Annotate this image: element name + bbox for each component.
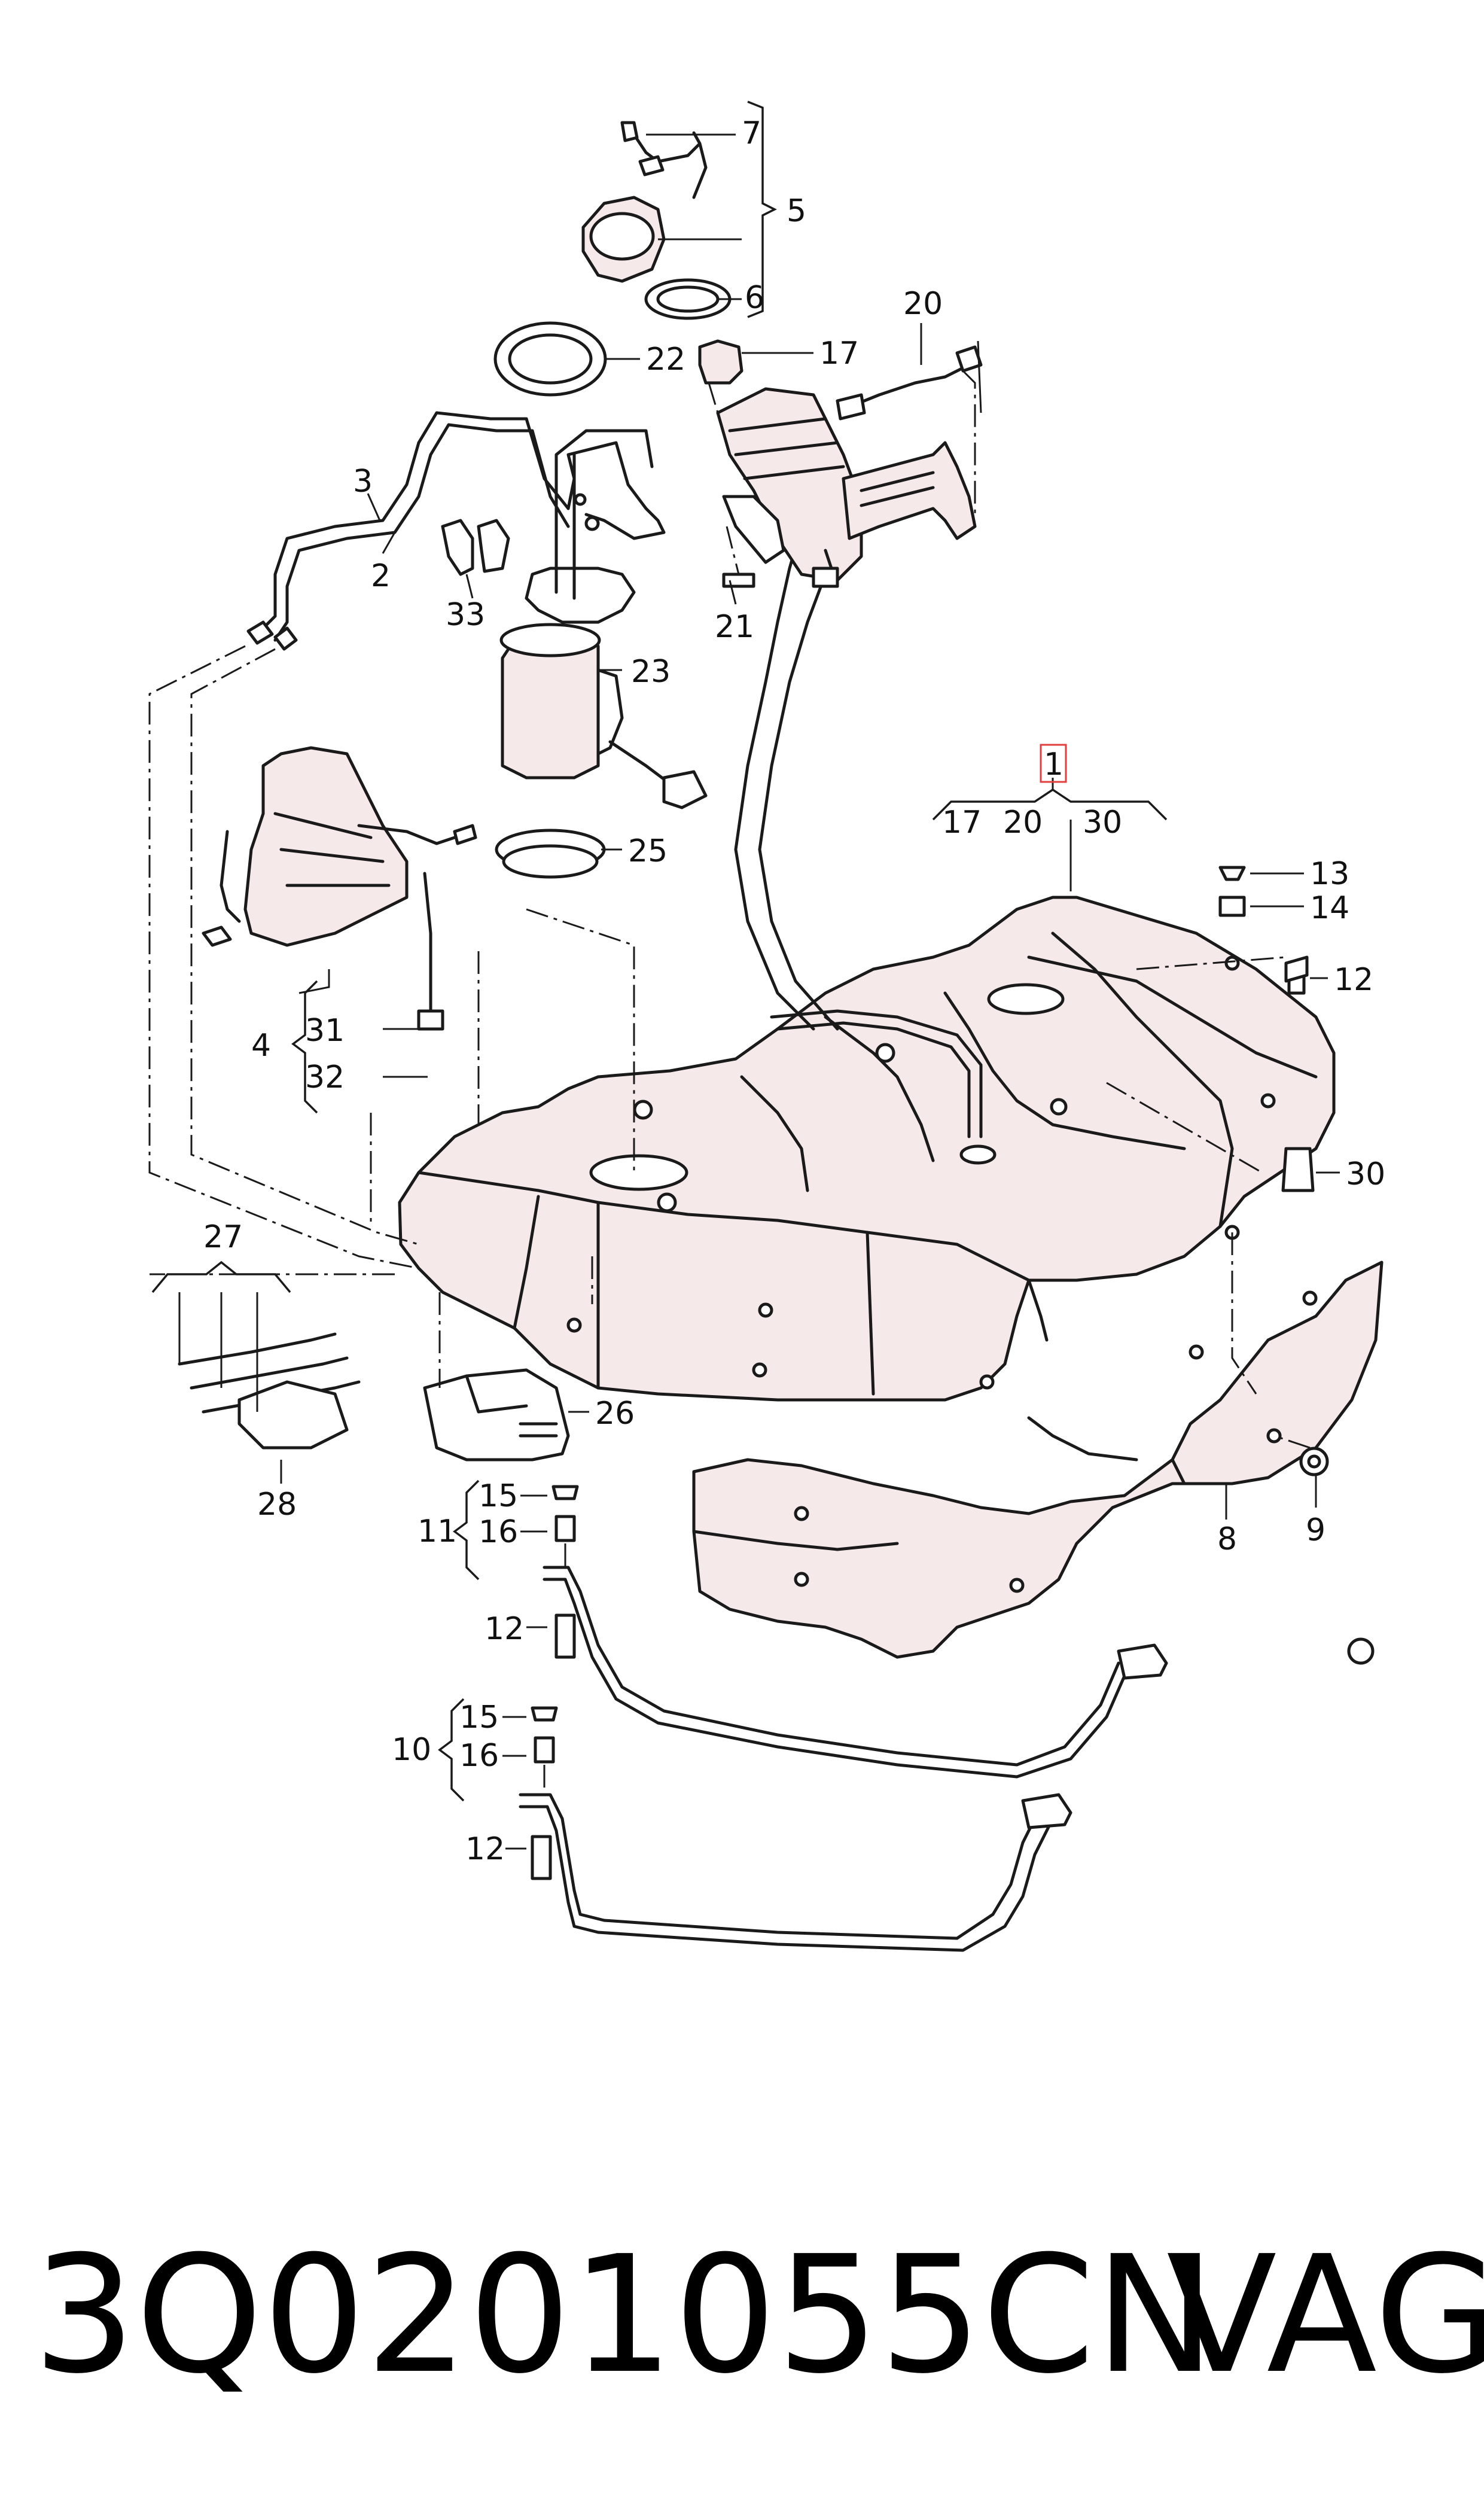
callout-26: 26 [595, 1396, 635, 1432]
callout-21: 21 [715, 609, 754, 645]
callout-31: 31 [305, 1013, 345, 1049]
callout-28: 28 [257, 1487, 297, 1523]
callout-16-upper: 16 [479, 1514, 518, 1550]
callout-labels: 7 5 6 22 17 20 3 2 33 21 23 1 17 20 30 2… [203, 115, 1385, 1867]
strap-fasteners [531, 573, 1309, 1880]
callout-2: 2 [371, 558, 391, 594]
highlight-box [1040, 744, 1067, 783]
filler-neck [716, 387, 977, 1031]
callout-22: 22 [646, 342, 685, 377]
callout-4: 4 [251, 1028, 271, 1064]
callout-1: 1 [1044, 747, 1064, 783]
callout-25: 25 [628, 833, 668, 869]
callout-20-group: 20 [1003, 805, 1043, 841]
callout-7: 7 [742, 115, 761, 151]
fuel-tank [398, 896, 1336, 1402]
callout-5: 5 [787, 193, 806, 229]
callout-17-top: 17 [819, 336, 859, 372]
callout-13: 13 [1310, 856, 1349, 892]
fuel-lines [246, 411, 666, 651]
sensor-wire [836, 345, 983, 421]
callout-30-group: 30 [1083, 805, 1122, 841]
evap-canister [202, 746, 477, 1031]
callout-braces [151, 101, 1340, 1850]
callout-23: 23 [631, 654, 671, 690]
callout-32: 32 [305, 1059, 345, 1095]
callout-10: 10 [392, 1732, 431, 1768]
tank-straps [519, 1566, 1375, 1952]
callout-30-right: 30 [1346, 1156, 1385, 1192]
callout-15-upper: 15 [479, 1478, 518, 1514]
callout-6: 6 [745, 280, 764, 316]
filler-cap-assembly [581, 121, 743, 385]
callout-33: 33 [446, 597, 485, 633]
callout-15-lower: 15 [459, 1700, 499, 1735]
part-number: 3Q0201055CN [33, 2221, 1216, 2409]
callout-14: 14 [1310, 890, 1349, 926]
callout-12-right: 12 [1334, 962, 1373, 998]
callout-16-lower: 16 [459, 1738, 499, 1774]
callout-12-upper: 12 [484, 1611, 524, 1647]
callout-27: 27 [203, 1219, 243, 1255]
callout-3: 3 [353, 464, 373, 500]
callout-8: 8 [1217, 1521, 1237, 1557]
callout-12-lower: 12 [465, 1831, 505, 1867]
callout-20-top: 20 [903, 286, 943, 322]
fuel-pump-assembly [493, 321, 708, 879]
brand-label: VAG [1166, 2221, 1484, 2409]
callout-11: 11 [418, 1514, 457, 1549]
fuel-pump-control-unit [178, 1332, 570, 1462]
callout-17-group: 17 [942, 805, 982, 841]
callout-9: 9 [1306, 1512, 1325, 1548]
